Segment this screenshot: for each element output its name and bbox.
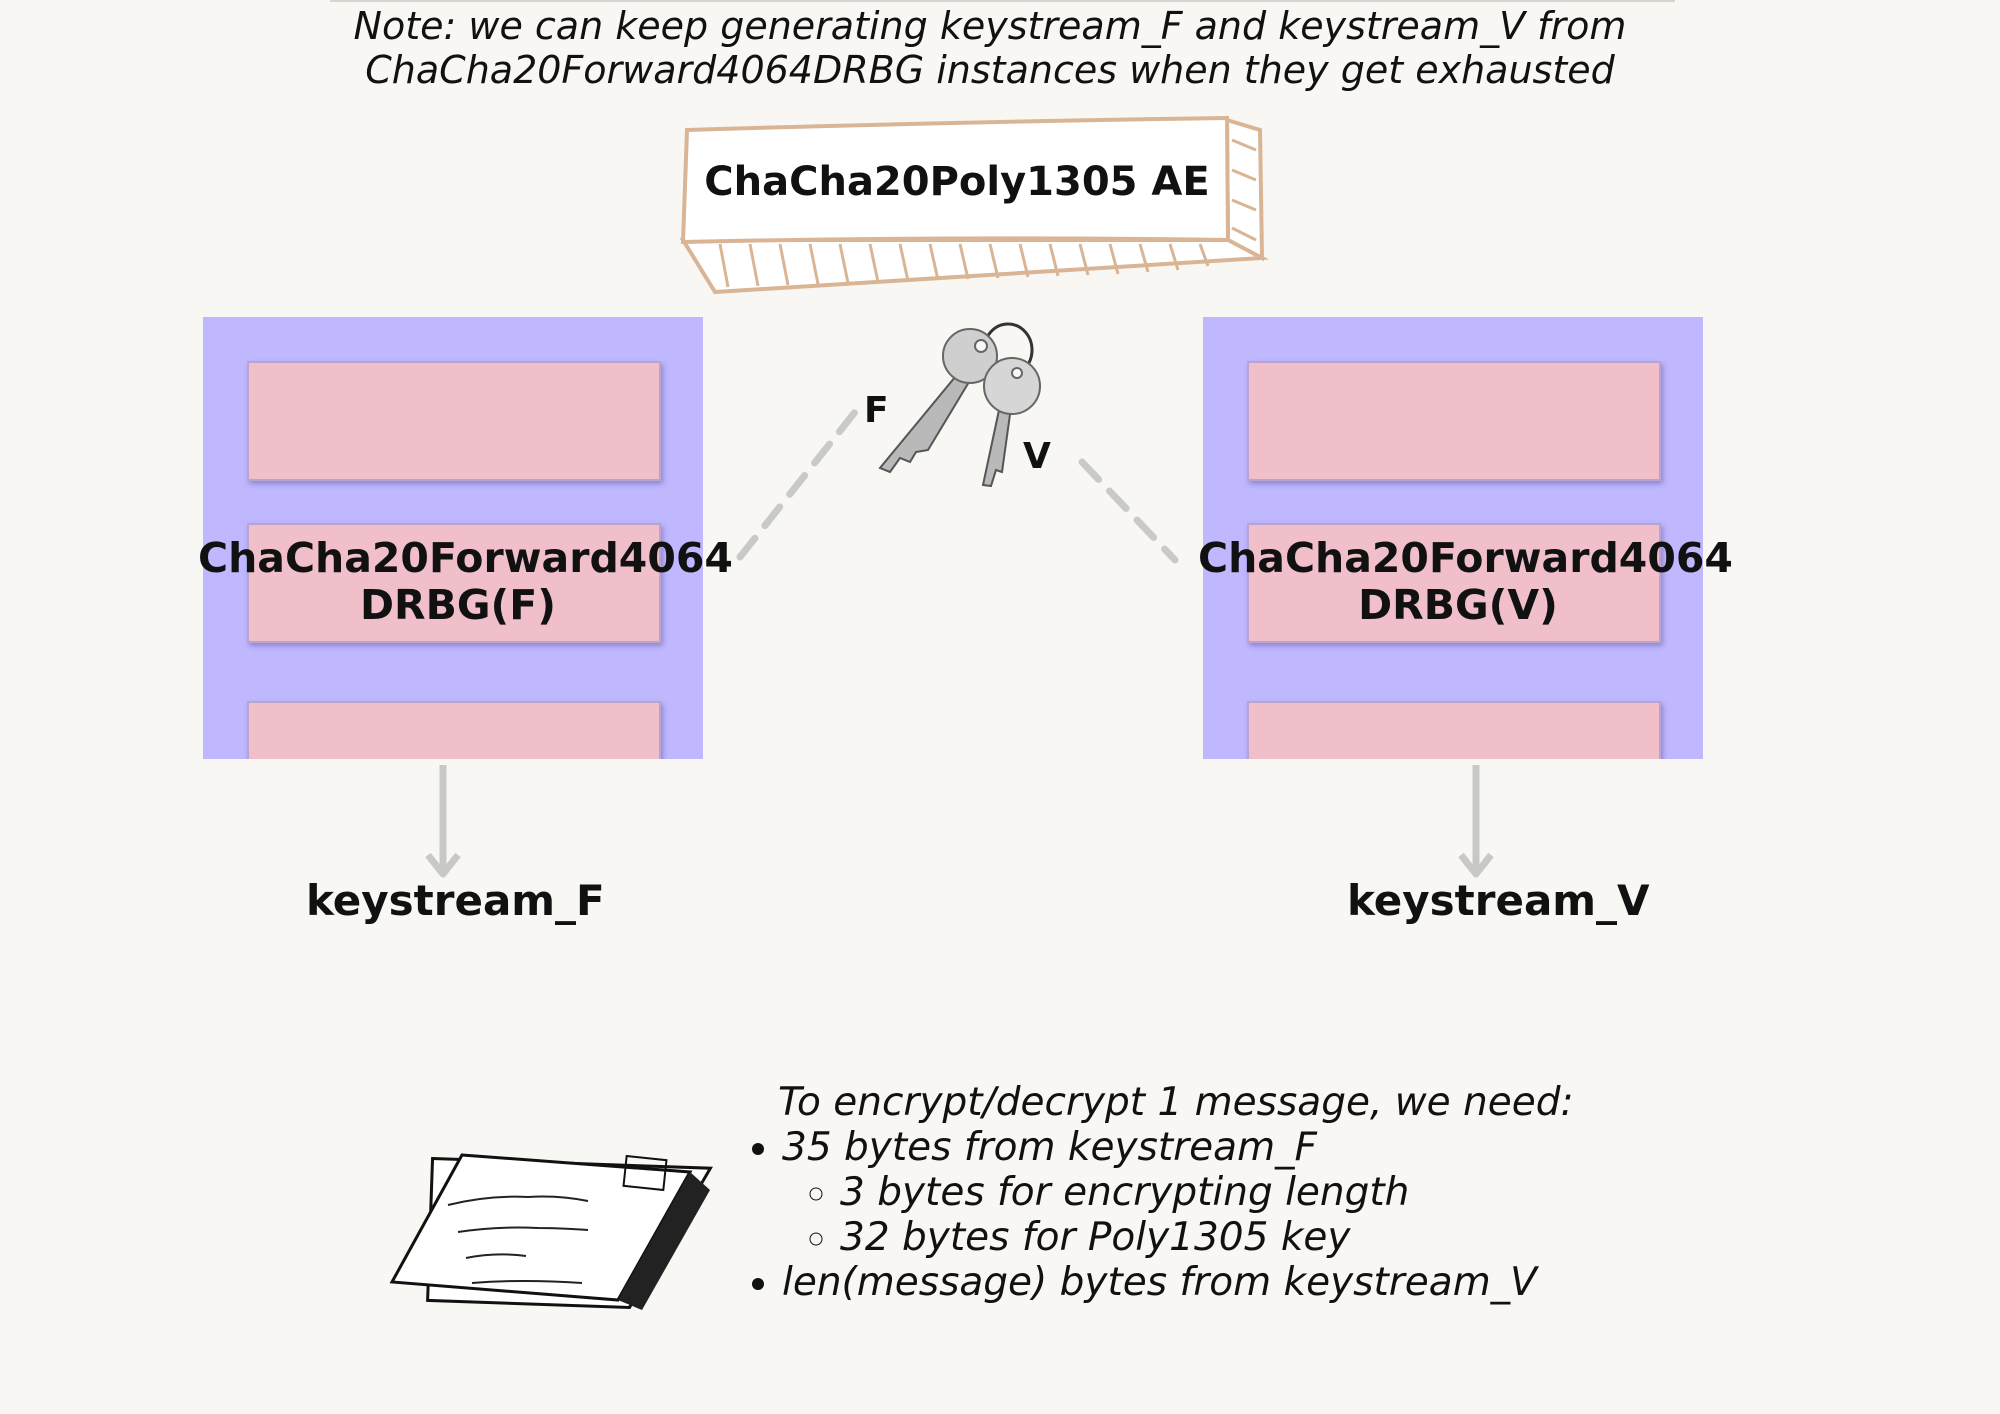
drbg-v-label: ChaCha20Forward4064 DRBG(V) [1198,534,1733,629]
drbg-f-label-line1: ChaCha20Forward4064 [198,534,733,582]
note-line-2: ChaCha20Forward4064DRBG instances when t… [365,48,1615,92]
keys-icon [878,322,1041,488]
keystream-block [247,523,661,643]
list-item: 35 bytes from keystream_F 3 bytes for en… [782,1125,1638,1260]
drbg-f-label-line2: DRBG(F) [360,581,556,629]
keystream-block [247,701,661,759]
list-item: len(message) bytes from keystream_V [782,1260,1638,1305]
list-subitem: 3 bytes for encrypting length [840,1170,1638,1215]
drbg-f-label: ChaCha20Forward4064 DRBG(F) [198,534,733,629]
key-f-label: F [864,390,889,431]
arrow-down-v [1458,765,1494,878]
list-item-text: 35 bytes from keystream_F [782,1125,1317,1170]
ae-box-label: ChaCha20Poly1305 AE [704,159,1210,205]
note-line-1: Note: we can keep generating keystream_F… [353,4,1627,48]
top-divider [330,0,1675,2]
drbg-panel-f [203,317,703,759]
dashed-connector-v [1078,458,1179,564]
keystream-block [247,361,661,481]
keystream-f-label: keystream_F [306,876,605,925]
list-subitem: 32 bytes for Poly1305 key [840,1215,1638,1260]
dashed-connector-f [736,408,859,561]
envelopes-icon [389,1153,713,1310]
keystream-v-label: keystream_V [1347,876,1650,925]
drbg-panel-v [1203,317,1703,759]
requirements-list: To encrypt/decrypt 1 message, we need: 3… [738,1080,1638,1305]
keystream-block [1247,701,1661,759]
arrow-down-f [425,765,461,878]
drbg-v-label-line2: DRBG(V) [1358,581,1558,629]
drbg-v-label-line1: ChaCha20Forward4064 [1198,534,1733,582]
exhaustion-note: Note: we can keep generating keystream_F… [200,4,1780,92]
key-v-label: V [1023,436,1051,477]
keystream-block [1247,361,1661,481]
keystream-block [1247,523,1661,643]
requirements-heading: To encrypt/decrypt 1 message, we need: [778,1080,1574,1125]
list-item-text: len(message) bytes from keystream_V [782,1260,1537,1305]
